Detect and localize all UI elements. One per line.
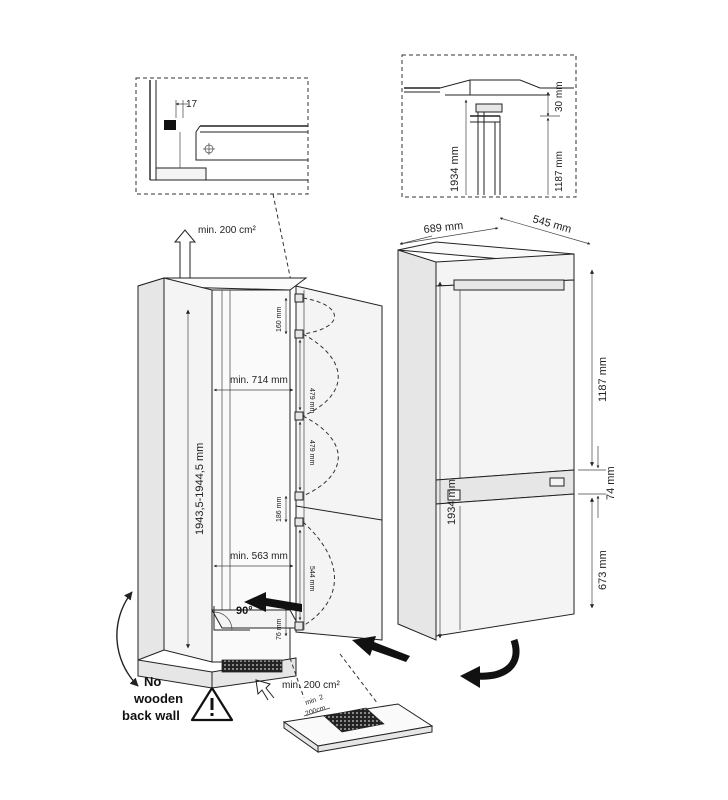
fridge-673-label: 673 mm [597, 550, 609, 590]
detail-leader-left [272, 193, 293, 287]
hinge-186-label: 186 mm [276, 497, 283, 522]
no-wooden-back-wall-warning: No wooden back wall [116, 591, 234, 723]
hinge-76-label: 76 mm [276, 618, 283, 640]
top-vent-arrow: min. 200 cm² [173, 225, 256, 278]
grille-2-label: 2 [318, 694, 324, 702]
push-arrow-icon [352, 636, 410, 662]
hinge-544-label: 544 mm [308, 566, 315, 591]
niche-height-label: 1943,5-1944,5 mm [194, 443, 206, 535]
hinge-479b-label: 479 mm [308, 440, 315, 465]
detail-box-top-right: 1934 mm 30 mm 1187 mm [401, 54, 577, 198]
fridge-1187-label: 1187 mm [597, 357, 609, 402]
detail-1934-label: 1934 mm [449, 146, 461, 192]
rotate-arrow-icon [460, 638, 520, 688]
grille-plate: min 2 200cm [282, 694, 434, 753]
vent-bottom-label: min. 200 cm² [282, 680, 340, 691]
warn-line2: wooden [133, 691, 183, 706]
detail-1187-label: 1187 mm [554, 151, 565, 192]
hinge-dimensions: 160 mm 479 mm 479 mm 186 mm 544 mm 76 mm [276, 297, 315, 640]
min-714-label: min. 714 mm [230, 375, 288, 386]
vent-top-label: min. 200 cm² [198, 225, 256, 236]
grille-min-label: min [304, 697, 317, 707]
width-689-label: 689 mm [423, 220, 464, 236]
fridge-74-label: 74 mm [605, 466, 617, 500]
fridge-1934-label: 1934 mm [446, 479, 458, 525]
depth-545-label: 545 mm [531, 213, 573, 235]
cabinet-niche [137, 277, 383, 689]
warn-line1: No [144, 674, 161, 689]
angle-90-marker: 90° [213, 605, 253, 631]
fridge-appliance [397, 241, 575, 641]
min-563-label: min. 563 mm [230, 551, 288, 562]
detail-17-label: 17 [186, 99, 198, 110]
warn-line3: back wall [122, 708, 180, 723]
angle-90-label: 90° [236, 605, 253, 617]
hinge-479a-label: 479 mm [308, 388, 315, 413]
warning-triangle-icon [190, 686, 234, 722]
push-arrow-icon [244, 592, 302, 612]
bottom-vent-arrow: min. 200 cm² [255, 679, 340, 701]
detail-30-label: 30 mm [554, 81, 565, 112]
detail-box-top-left: 17 [135, 77, 309, 195]
hinge-160-label: 160 mm [276, 307, 283, 332]
